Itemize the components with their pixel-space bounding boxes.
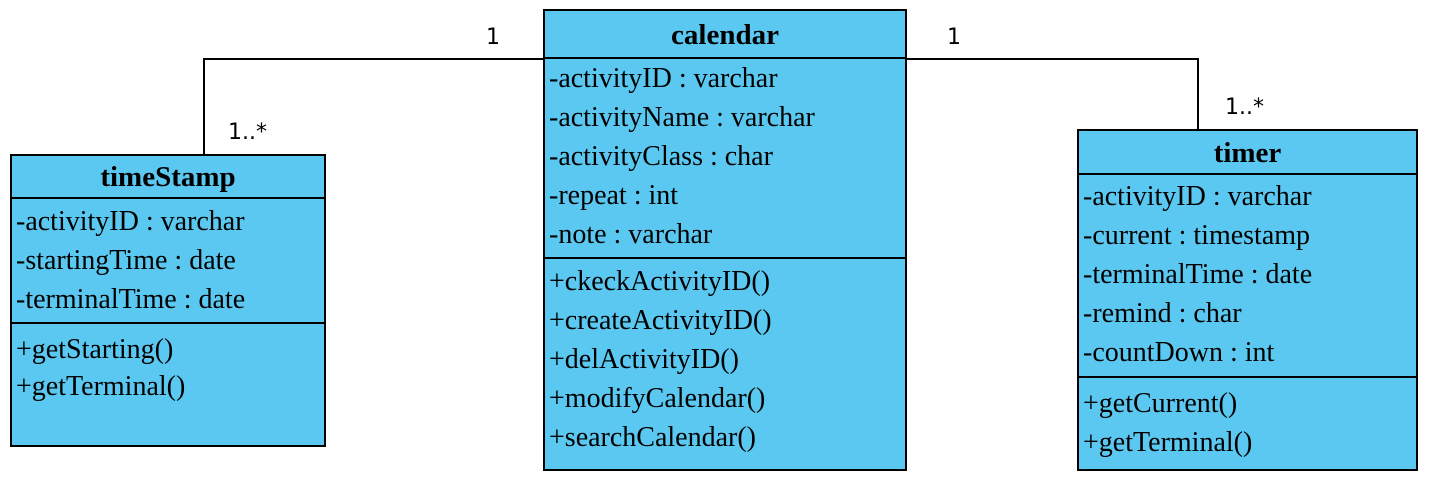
attribute: -repeat : int — [549, 180, 679, 211]
multiplicity-calendar-left: 1 — [486, 25, 500, 50]
attribute: -activityID : varchar — [549, 63, 778, 94]
class-calendar[interactable]: calendar -activityID : varchar -activity… — [543, 9, 907, 471]
attribute: -current : timestamp — [1083, 220, 1311, 251]
attribute: -activityID : varchar — [1083, 181, 1312, 212]
attribute: -activityName : varchar — [549, 102, 815, 133]
attribute: -remind : char — [1083, 298, 1242, 329]
operation: +delActivityID() — [549, 344, 739, 375]
class-timer[interactable]: timer -activityID : varchar -current : t… — [1077, 129, 1418, 471]
multiplicity-calendar-right: 1 — [947, 25, 961, 50]
attribute: -startingTime : date — [16, 245, 236, 276]
operation: +modifyCalendar() — [549, 383, 766, 414]
attribute: -terminalTime : date — [1083, 259, 1313, 290]
operation: +getTerminal() — [16, 371, 186, 402]
attributes-compartment: -activityID : varchar -current : timesta… — [1079, 175, 1416, 378]
attribute: -activityID : varchar — [16, 206, 245, 237]
operation: +getStarting() — [16, 334, 174, 365]
attributes-compartment: -activityID : varchar -startingTime : da… — [12, 199, 324, 324]
attribute: -note : varchar — [549, 219, 713, 250]
operations-compartment: +ckeckActivityID() +createActivityID() +… — [545, 259, 905, 457]
operation: +searchCalendar() — [549, 422, 757, 453]
attribute: -activityClass : char — [549, 141, 773, 172]
association-line-calendar-timer — [907, 58, 1199, 129]
operation: +createActivityID() — [549, 305, 772, 336]
multiplicity-timestamp: 1..* — [228, 120, 267, 145]
attribute: -terminalTime : date — [16, 284, 246, 315]
multiplicity-timer: 1..* — [1225, 95, 1264, 120]
association-line-calendar-timestamp — [203, 58, 543, 154]
operations-compartment: +getStarting() +getTerminal() — [12, 324, 324, 405]
attribute: -countDown : int — [1083, 337, 1275, 368]
operation: +getTerminal() — [1083, 427, 1253, 458]
class-name: timeStamp — [12, 156, 324, 199]
operations-compartment: +getCurrent() +getTerminal() — [1079, 378, 1416, 462]
operation: +getCurrent() — [1083, 388, 1238, 419]
attributes-compartment: -activityID : varchar -activityName : va… — [545, 59, 905, 259]
class-timestamp[interactable]: timeStamp -activityID : varchar -startin… — [10, 154, 326, 447]
class-name: timer — [1079, 131, 1416, 175]
class-name: calendar — [545, 11, 905, 59]
operation: +ckeckActivityID() — [549, 266, 771, 297]
